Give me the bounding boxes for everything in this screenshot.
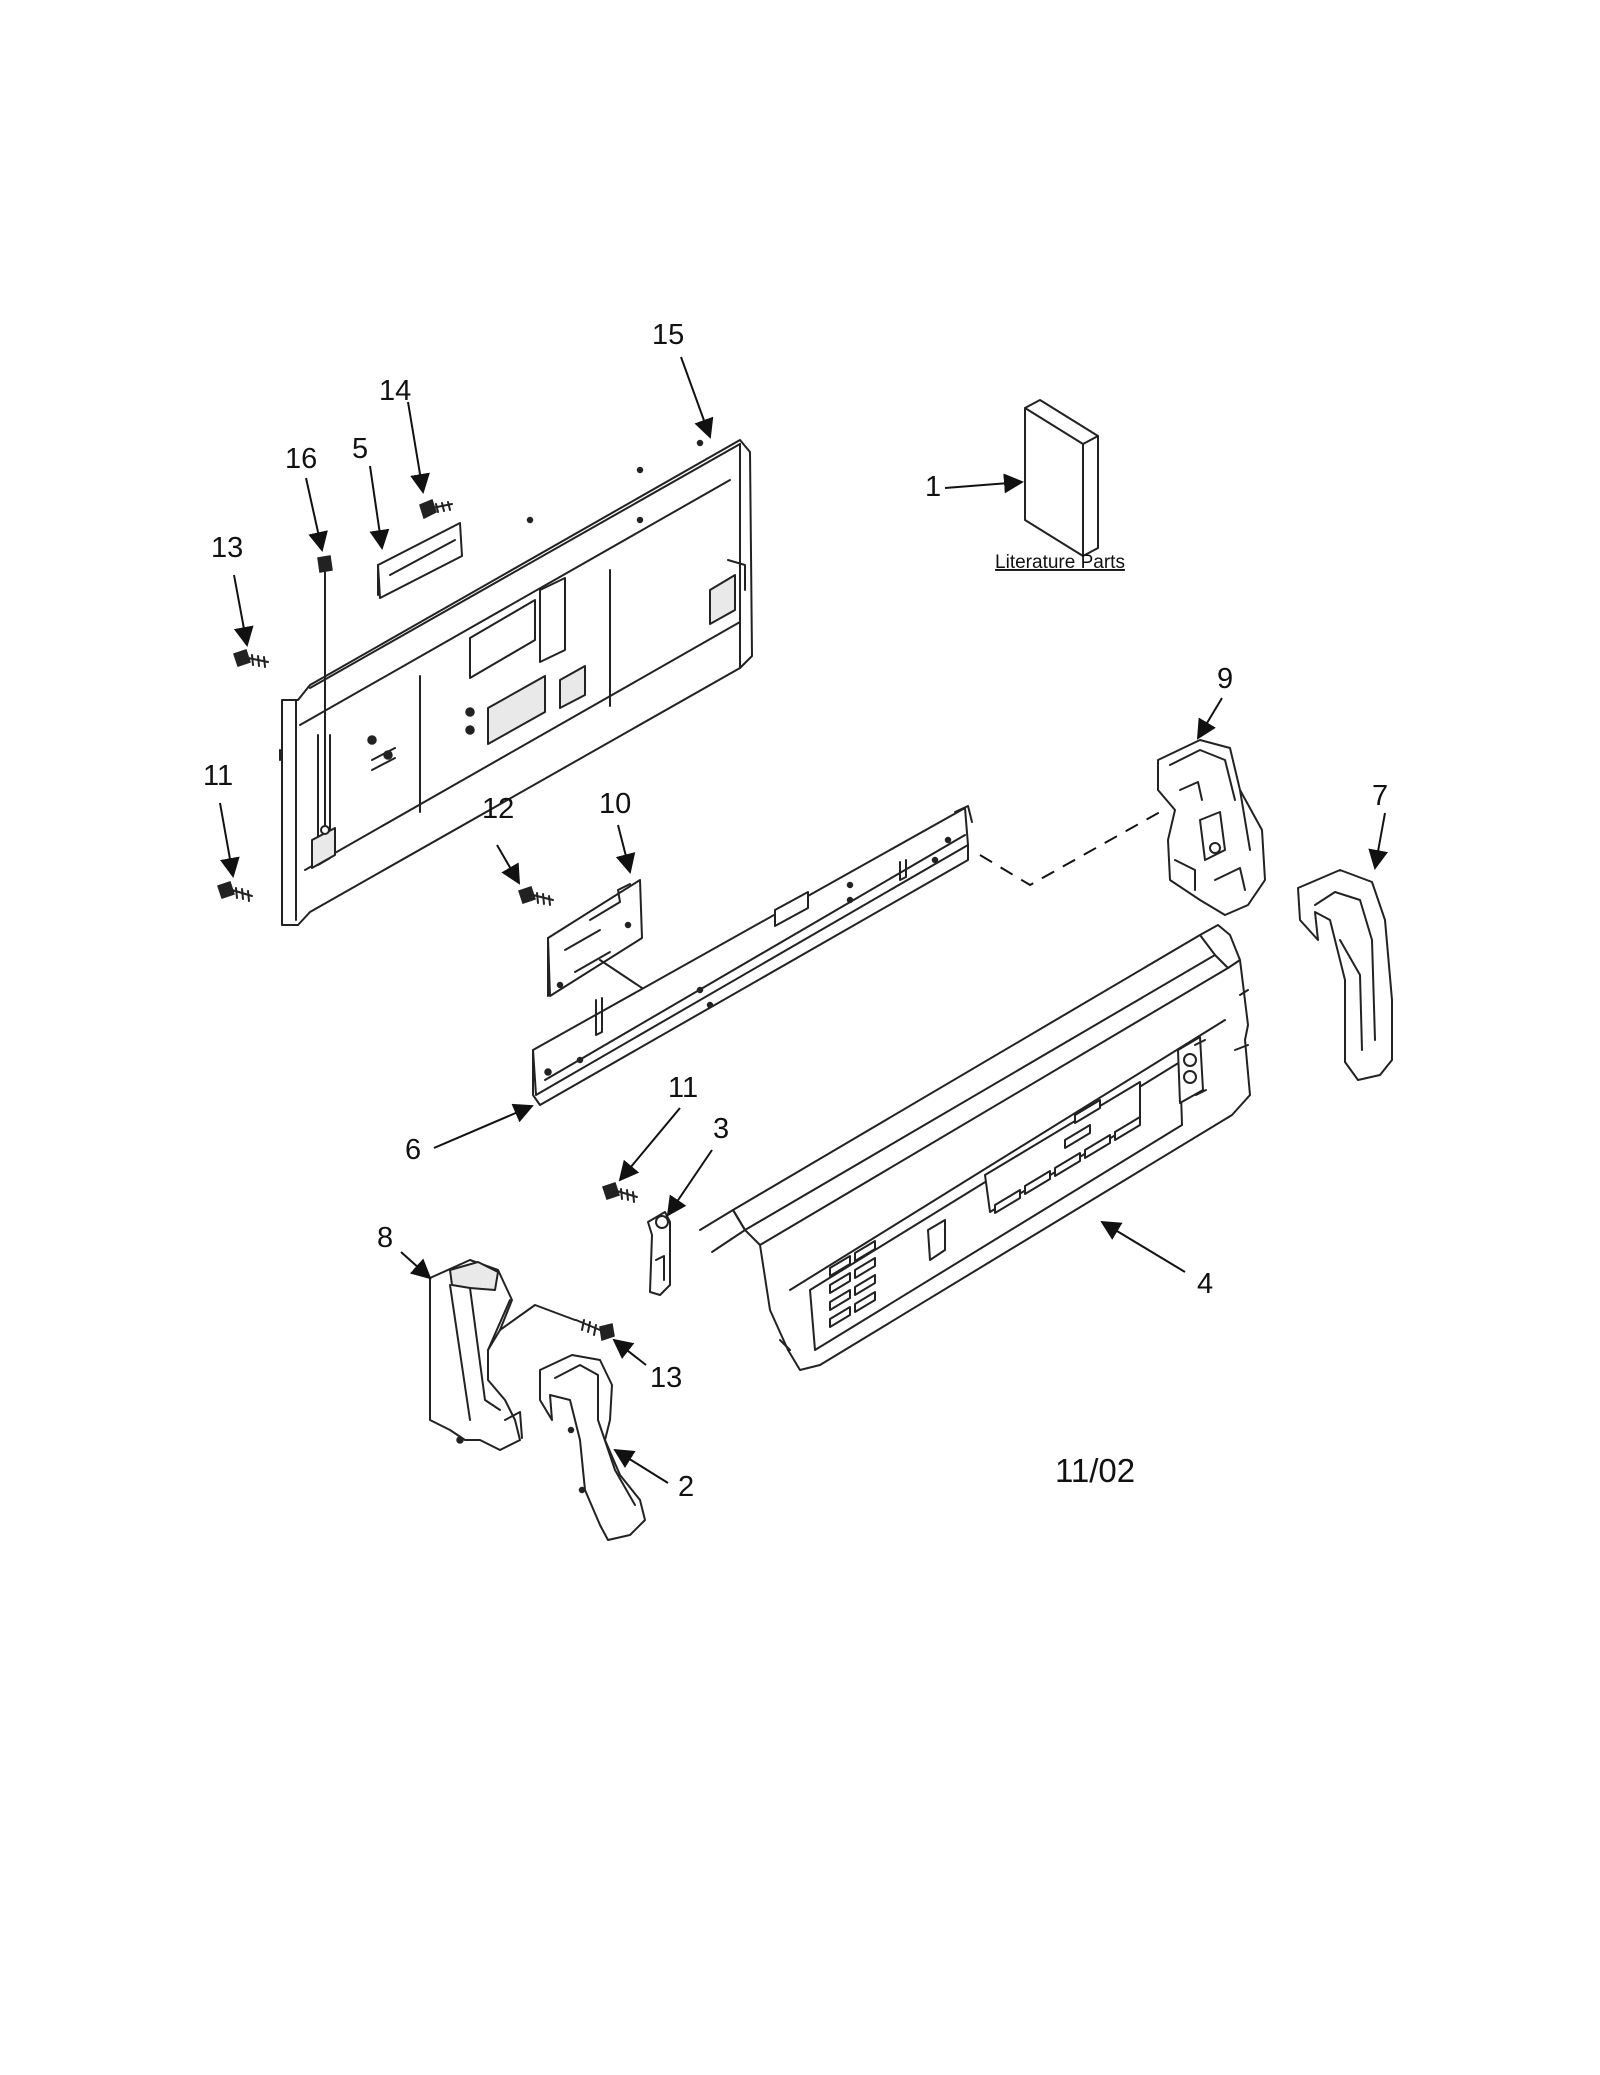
callout-12: 12 [482,793,514,825]
part-1-literature-book [1024,399,1099,557]
part-14-screw [419,498,453,520]
callout-2: 2 [678,1471,694,1503]
callout-10: 10 [599,788,631,820]
part-9-right-endcap [1157,739,1266,916]
part-13-screw-upper [233,649,269,668]
part-7-right-end-trim [1297,869,1393,1081]
part-2-left-end-trim [539,1354,646,1541]
callout-13-upper: 13 [211,532,243,564]
callout-11-lower: 11 [668,1072,698,1104]
part-3-bracket [647,1211,671,1296]
callout-3: 3 [713,1113,729,1145]
revision-date: 11/02 [1055,1452,1135,1489]
callout-15: 15 [652,319,684,351]
callout-4: 4 [1197,1268,1213,1300]
part-15-backguard-panel [279,439,753,926]
part-13-screw-lower [575,1319,615,1341]
alignment-dashed-line [979,811,1161,887]
callout-16: 16 [285,443,317,475]
part-4-control-panel [699,924,1251,1371]
part-10-control-board [547,879,661,1001]
callout-13-lower: 13 [650,1362,682,1394]
callout-11-left: 11 [203,760,233,792]
part-5-bracket [377,522,463,599]
part-12-screw [518,886,554,906]
part-11-screw-left [217,881,253,902]
part-16-long-screw [317,555,333,835]
callout-8: 8 [377,1222,393,1254]
callout-5: 5 [352,433,368,465]
part-6-support-channel [532,805,973,1106]
leader-lines [219,356,1389,1484]
part-8-left-endcap [429,1259,523,1451]
callout-9: 9 [1217,663,1233,695]
callout-numbers: 1 2 3 4 5 6 7 8 9 10 11 11 12 13 13 14 1… [203,319,1388,1503]
part-11-screw-lower [602,1182,638,1203]
callout-6: 6 [405,1134,421,1166]
callout-1: 1 [925,471,941,503]
literature-parts-label: Literature Parts [995,552,1125,573]
part-13-guide-line [499,1304,576,1331]
callout-7: 7 [1372,780,1388,812]
callout-14: 14 [379,375,411,407]
